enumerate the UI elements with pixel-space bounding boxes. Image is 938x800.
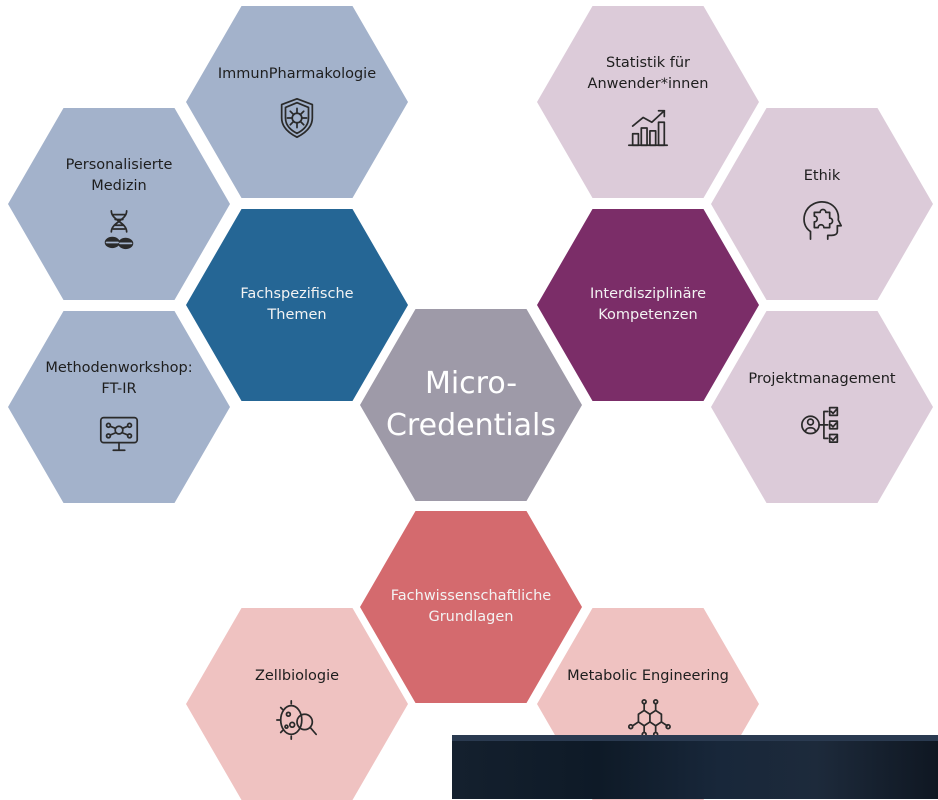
category-fachwissenschaftliche-grundlagen: Fachwissenschaftliche Grundlagen <box>360 511 582 703</box>
topic-methodenworkshop: Methodenworkshop: FT-IR <box>8 311 230 503</box>
topic-label: Personalisierte Medizin <box>65 157 173 194</box>
topic-zellbiologie: Zellbiologie <box>186 608 408 800</box>
center-label: Micro- Credentials <box>385 366 557 443</box>
topic-label: Ethik <box>803 167 841 184</box>
background-photo <box>452 735 938 799</box>
topic-personalisierte-medizin: Personalisierte Medizin <box>8 108 230 300</box>
topic-label: Zellbiologie <box>254 667 340 684</box>
head-puzzle-icon <box>799 197 845 243</box>
category-interdisziplinaere-kompetenzen: Interdisziplinäre Kompetenzen <box>537 209 759 401</box>
topic-label: Methodenworkshop: FT-IR <box>45 360 193 397</box>
category-label: Fachwissenschaftliche Grundlagen <box>390 588 552 625</box>
topic-ethik: Ethik <box>711 108 933 300</box>
topic-label: ImmunPharmakologie <box>217 65 377 82</box>
topic-statistik: Statistik für Anwender*innen <box>537 6 759 198</box>
category-label: Interdisziplinäre Kompetenzen <box>589 286 707 323</box>
shield-virus-icon <box>274 95 320 141</box>
category-label: Fachspezifische Themen <box>240 286 354 323</box>
monitor-molecule-icon <box>96 410 142 456</box>
category-fachspezifische-themen: Fachspezifische Themen <box>186 209 408 401</box>
bar-chart-icon <box>625 105 671 151</box>
topic-immunpharmakologie: ImmunPharmakologie <box>186 6 408 198</box>
topic-label: Statistik für Anwender*innen <box>587 55 709 92</box>
dna-pills-icon <box>96 207 142 253</box>
molecule-icon <box>625 697 671 743</box>
topic-projektmanagement: Projektmanagement <box>711 311 933 503</box>
cell-magnifier-icon <box>274 697 320 743</box>
topic-label: Metabolic Engineering <box>567 667 729 684</box>
topic-label: Projektmanagement <box>748 370 896 387</box>
person-checklist-icon <box>799 400 845 446</box>
center-micro-credentials: Micro- Credentials <box>360 309 582 501</box>
